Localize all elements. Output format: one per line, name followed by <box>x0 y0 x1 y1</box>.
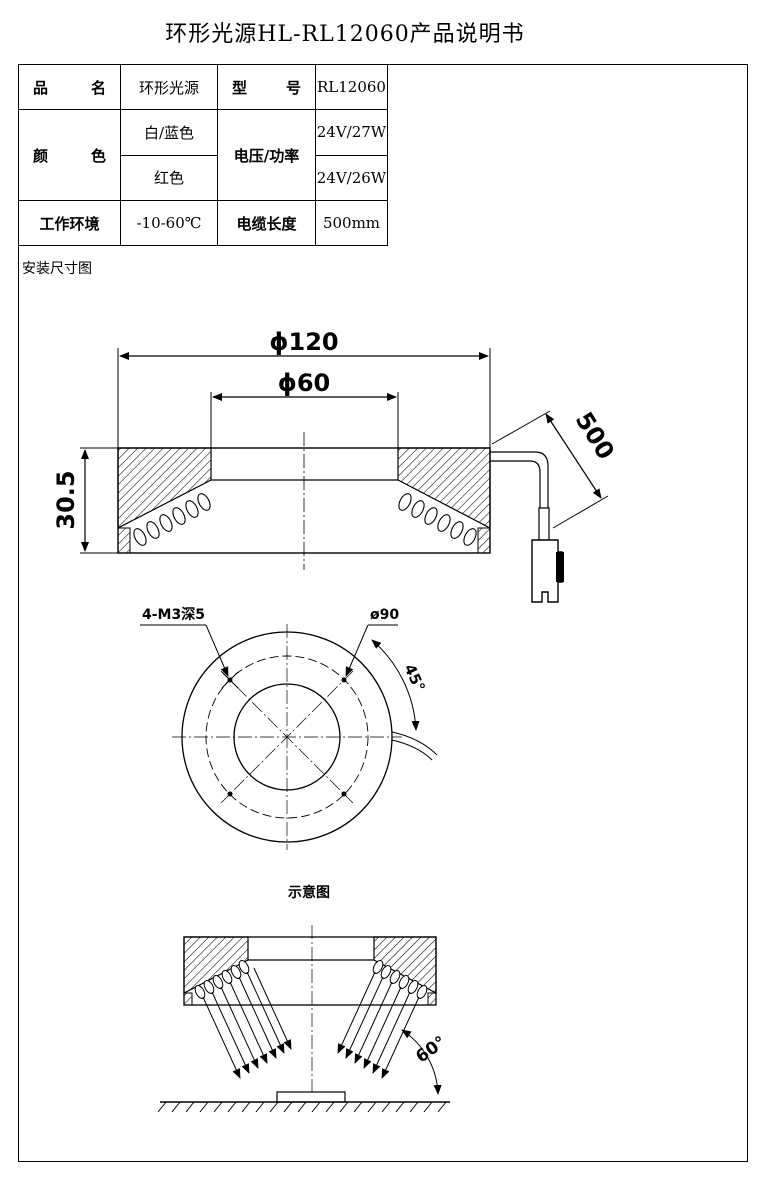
document-title: 环形光源HL-RL12060产品说明书 <box>165 22 525 47</box>
side-section-view: ϕ120 ϕ60 30.5 <box>52 328 620 603</box>
schematic-label: 示意图 <box>288 884 330 901</box>
cable-label: 电缆长度 <box>217 200 316 246</box>
table-row: 颜色 白/蓝色 电压/功率 24V/27W <box>18 109 388 201</box>
name-label-char: 名 <box>90 78 106 97</box>
model-label-cell: 型号 <box>217 64 316 110</box>
angle-45-label: 45° <box>400 661 428 694</box>
top-view: 4-M3深5 ø90 45° <box>140 606 438 850</box>
color-label-char: 色 <box>90 146 106 165</box>
hole-label: 4-M3深5 <box>142 606 205 623</box>
color-value-2: 红色 <box>120 154 218 201</box>
section-label: 安装尺寸图 <box>22 261 92 277</box>
model-label-char: 型 <box>232 78 248 97</box>
model-label-char: 号 <box>285 78 301 97</box>
env-value: -10-60℃ <box>120 200 218 246</box>
color-label-cell: 颜色 <box>18 109 121 201</box>
cable-length-label: 500 <box>570 407 620 464</box>
model-value: RL12060 <box>315 64 388 110</box>
env-label: 工作环境 <box>18 200 121 246</box>
height-label: 30.5 <box>52 470 80 529</box>
name-label-char: 品 <box>33 78 49 97</box>
inner-diameter-label: ϕ60 <box>278 369 331 397</box>
color-value-1: 白/蓝色 <box>120 109 218 156</box>
spec-table: 品名 环形光源 型号 RL12060 颜色 白/蓝色 电压/功率 24V/27W… <box>18 64 388 246</box>
cable-value: 500mm <box>315 200 388 246</box>
power-value-1: 24V/27W <box>315 109 388 156</box>
pcd-label: ø90 <box>370 607 399 623</box>
angle-60-label: 60° <box>412 1032 450 1067</box>
outer-diameter-label: ϕ120 <box>269 328 338 356</box>
table-row: 工作环境 -10-60℃ 电缆长度 500mm <box>18 200 388 246</box>
schematic-view: 60° <box>157 925 450 1113</box>
color-label-char: 颜 <box>33 146 49 165</box>
table-row: 红色 24V/26W <box>19 154 388 201</box>
power-label: 电压/功率 <box>217 109 316 201</box>
